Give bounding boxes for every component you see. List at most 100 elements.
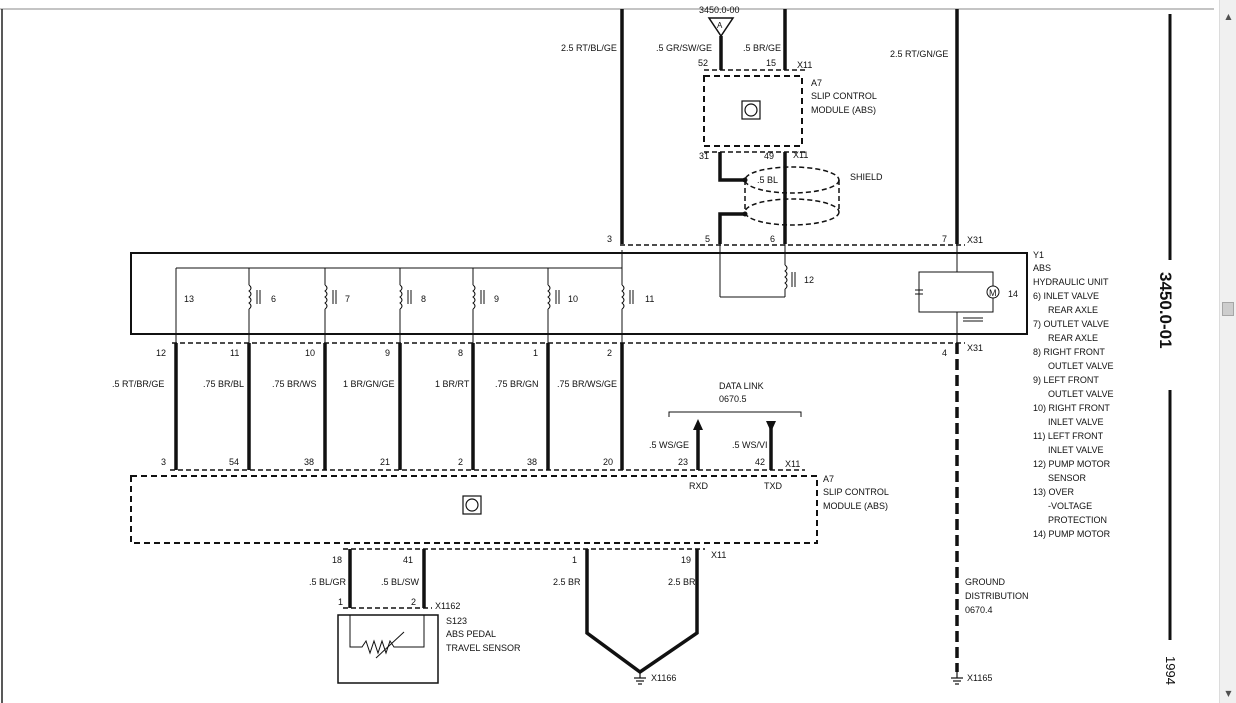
wire-label-2: .75 BR/BL bbox=[203, 379, 244, 389]
txd-label: TXD bbox=[764, 481, 783, 491]
module-bot-name1: SLIP CONTROL bbox=[823, 487, 889, 497]
wire-label-rt-gn-ge: 2.5 RT/GN/GE bbox=[890, 49, 948, 59]
pump-motor-icon bbox=[915, 244, 1000, 343]
y1-name1: ABS bbox=[1033, 263, 1051, 273]
valve-coils bbox=[248, 250, 634, 343]
wire-label-gr-sw-ge: .5 GR/SW/GE bbox=[656, 43, 712, 53]
connector-x1165: X1165 bbox=[967, 673, 992, 683]
pin-41: 41 bbox=[403, 555, 413, 565]
ground-label2: DISTRIBUTION bbox=[965, 591, 1029, 601]
data-link-label: DATA LINK bbox=[719, 381, 764, 391]
page-year: 1994 bbox=[1163, 656, 1178, 685]
connector-x31-top: X31 bbox=[967, 235, 983, 245]
module-pin-38a: 38 bbox=[304, 457, 314, 467]
y1-name2: HYDRAULIC UNIT bbox=[1033, 277, 1109, 287]
component-14: 14 bbox=[1008, 289, 1018, 299]
legend-item: REAR AXLE bbox=[1048, 305, 1098, 315]
module-pin-2: 2 bbox=[458, 457, 463, 467]
legend-item: 10) RIGHT FRONT bbox=[1033, 403, 1110, 413]
rxd-label: RXD bbox=[689, 481, 709, 491]
wire-label-br-b: 2.5 BR bbox=[668, 577, 696, 587]
legend-item: INLET VALVE bbox=[1048, 417, 1104, 427]
wire-label-ws-ge: .5 WS/GE bbox=[649, 440, 689, 450]
inner-num-13: 13 bbox=[184, 294, 194, 304]
inner-num-9: 9 bbox=[494, 294, 499, 304]
shield-label: SHIELD bbox=[850, 172, 883, 182]
y1-pin-7: 7 bbox=[942, 234, 947, 244]
s123-id: S123 bbox=[446, 616, 467, 626]
inner-num-10: 10 bbox=[568, 294, 578, 304]
data-link-ref: 0670.5 bbox=[719, 394, 747, 404]
component-legend: 6) INLET VALVE REAR AXLE 7) OUTLET VALVE… bbox=[1033, 291, 1114, 539]
y1-pin-6: 6 bbox=[770, 234, 775, 244]
module-pin-54: 54 bbox=[229, 457, 239, 467]
y1-pin-4: 4 bbox=[942, 348, 947, 358]
y1-pin-3: 3 bbox=[607, 234, 612, 244]
inner-num-7: 7 bbox=[345, 294, 350, 304]
legend-item: 6) INLET VALVE bbox=[1033, 291, 1099, 301]
module-top-id: A7 bbox=[811, 78, 822, 88]
wire-label-bl-sw: .5 BL/SW bbox=[381, 577, 420, 587]
control-unit-icon bbox=[744, 103, 758, 117]
wire-label-br-top: .5 BR/GE bbox=[743, 43, 781, 53]
module-bot-id: A7 bbox=[823, 474, 834, 484]
unit-pin-8: 8 bbox=[458, 348, 463, 358]
sensor-pin-2: 2 bbox=[411, 597, 416, 607]
legend-item: 13) OVER bbox=[1033, 487, 1075, 497]
unit-pin-1: 1 bbox=[533, 348, 538, 358]
ref-arrow-icon: A bbox=[717, 21, 723, 30]
connector-x11-top: X11 bbox=[797, 60, 812, 70]
ground-icon-x1165 bbox=[951, 672, 963, 685]
pin-15: 15 bbox=[766, 58, 776, 68]
pump-motor-sensor-coil bbox=[719, 244, 796, 298]
legend-item: 11) LEFT FRONT bbox=[1033, 431, 1104, 441]
wire-label-ws-vi: .5 WS/VI bbox=[732, 440, 768, 450]
module-top-name1: SLIP CONTROL bbox=[811, 91, 877, 101]
legend-item: REAR AXLE bbox=[1048, 333, 1098, 343]
inner-num-6: 6 bbox=[271, 294, 276, 304]
resistor-icon bbox=[349, 615, 425, 655]
wire-label-6: .75 BR/GN bbox=[495, 379, 539, 389]
connector-x11-mid: X11 bbox=[793, 150, 808, 160]
scroll-down-icon[interactable]: ▼ bbox=[1225, 688, 1232, 698]
wire-label-3: .75 BR/WS bbox=[272, 379, 317, 389]
scroll-up-icon[interactable]: ▲ bbox=[1225, 11, 1232, 21]
sensor-pin-1: 1 bbox=[338, 597, 343, 607]
ground-ref: 0670.4 bbox=[965, 605, 993, 615]
control-unit-icon-lower bbox=[465, 498, 479, 512]
txd-arrow-icon bbox=[766, 421, 776, 432]
rxd-arrow-icon bbox=[693, 419, 703, 430]
vertical-scrollbar[interactable]: ▲ ▼ bbox=[1219, 0, 1236, 703]
inner-num-8: 8 bbox=[421, 294, 426, 304]
wire-label-br-a: 2.5 BR bbox=[553, 577, 581, 587]
ref-top-label: 3450.0-00 bbox=[699, 5, 740, 15]
unit-pin-2: 2 bbox=[607, 348, 612, 358]
unit-pin-10: 10 bbox=[305, 348, 315, 358]
y1-pin-5: 5 bbox=[705, 234, 710, 244]
module-pin-3: 3 bbox=[161, 457, 166, 467]
legend-item: 12) PUMP MOTOR bbox=[1033, 459, 1111, 469]
legend-item: 7) OUTLET VALVE bbox=[1033, 319, 1109, 329]
pin-31: 31 bbox=[699, 151, 709, 161]
scrollbar-thumb[interactable] bbox=[1222, 302, 1234, 316]
wire-label-bl-gr: .5 BL/GR bbox=[309, 577, 347, 587]
component-12: 12 bbox=[804, 275, 814, 285]
wire-label-1: .5 RT/BR/GE bbox=[112, 379, 164, 389]
legend-item: INLET VALVE bbox=[1048, 445, 1104, 455]
wire-label-5: 1 BR/RT bbox=[435, 379, 470, 389]
pin-42: 42 bbox=[755, 457, 765, 467]
legend-item: 9) LEFT FRONT bbox=[1033, 375, 1099, 385]
pin-49: 49 bbox=[764, 151, 774, 161]
connector-x1166: X1166 bbox=[651, 673, 676, 683]
ground-icon-x1166 bbox=[634, 672, 646, 685]
module-bot-name2: MODULE (ABS) bbox=[823, 501, 888, 511]
module-pin-20: 20 bbox=[603, 457, 613, 467]
y1-id: Y1 bbox=[1033, 250, 1044, 260]
unit-pin-9: 9 bbox=[385, 348, 390, 358]
pin-1: 1 bbox=[572, 555, 577, 565]
connector-x1162: X1162 bbox=[435, 601, 460, 611]
pin-52: 52 bbox=[698, 58, 708, 68]
unit-pin-11: 11 bbox=[230, 348, 239, 358]
